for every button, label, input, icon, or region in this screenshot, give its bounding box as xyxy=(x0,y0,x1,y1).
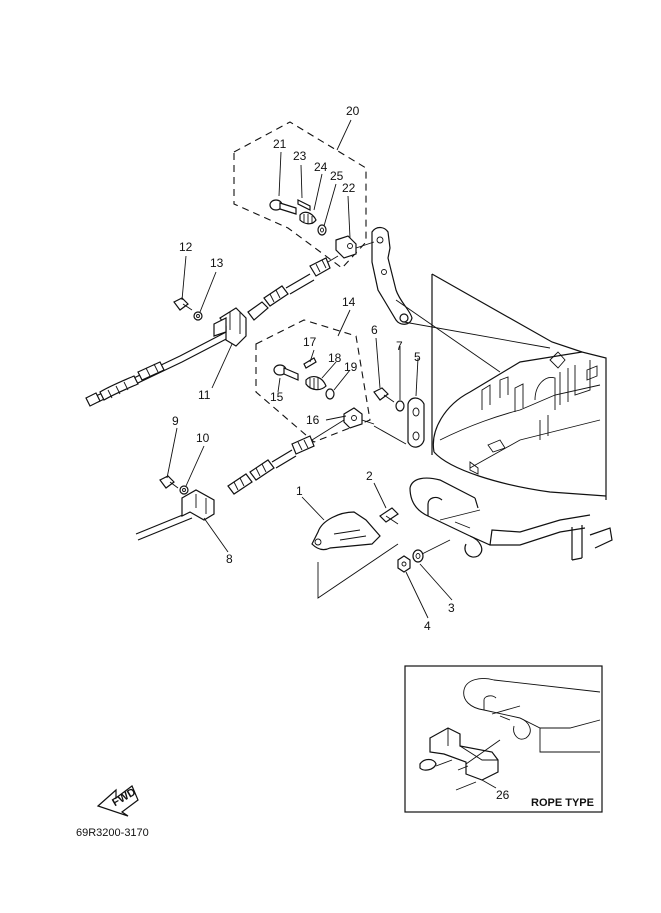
callout-2: 2 xyxy=(366,469,373,483)
callout-26: 26 xyxy=(496,788,510,802)
callout-5: 5 xyxy=(414,350,421,364)
callout-23: 23 xyxy=(293,149,307,163)
tiller-tube xyxy=(409,477,613,561)
bolt-12 xyxy=(173,297,203,321)
callout-10: 10 xyxy=(196,431,210,445)
callout-1: 1 xyxy=(296,484,303,498)
group-14-outline xyxy=(255,319,371,443)
callout-numbers: 20 21 23 24 25 22 12 13 14 17 6 7 5 18 1… xyxy=(172,104,455,633)
callout-25: 25 xyxy=(330,169,344,183)
nut-4-washer-3 xyxy=(397,539,451,573)
callout-7: 7 xyxy=(396,339,403,353)
callout-20: 20 xyxy=(346,104,360,118)
callout-15: 15 xyxy=(270,390,284,404)
group-14-parts xyxy=(273,357,375,429)
leader-lines xyxy=(166,119,453,619)
callout-22: 22 xyxy=(342,181,356,195)
callout-16: 16 xyxy=(306,413,320,427)
callout-6: 6 xyxy=(371,323,378,337)
group-20-parts xyxy=(269,199,375,259)
diagram-code: 69R3200-3170 xyxy=(76,827,149,839)
callout-14: 14 xyxy=(342,295,356,309)
callout-18: 18 xyxy=(328,351,342,365)
upper-cable xyxy=(85,255,339,407)
callout-11: 11 xyxy=(198,388,211,402)
rope-type-inset: 26 ROPE TYPE xyxy=(404,665,603,813)
callout-24: 24 xyxy=(314,160,328,174)
link-5-assembly xyxy=(373,387,425,448)
bracket-8 xyxy=(181,489,215,521)
callout-12: 12 xyxy=(179,240,193,254)
engine-housing xyxy=(431,273,607,500)
callout-13: 13 xyxy=(210,256,224,270)
callout-3: 3 xyxy=(448,601,455,615)
callout-21: 21 xyxy=(273,137,287,151)
callout-19: 19 xyxy=(344,360,358,374)
rope-type-label: ROPE TYPE xyxy=(531,797,594,809)
fwd-arrow-icon: FWD xyxy=(96,785,139,817)
plate-1 xyxy=(311,507,399,599)
callout-9: 9 xyxy=(172,414,179,428)
bracket-11 xyxy=(213,307,247,347)
callout-8: 8 xyxy=(226,552,233,566)
bolt-9 xyxy=(159,475,189,495)
lower-cable xyxy=(135,419,345,541)
callout-17: 17 xyxy=(303,335,317,349)
callout-4: 4 xyxy=(424,619,431,633)
throttle-bracket xyxy=(371,226,551,373)
